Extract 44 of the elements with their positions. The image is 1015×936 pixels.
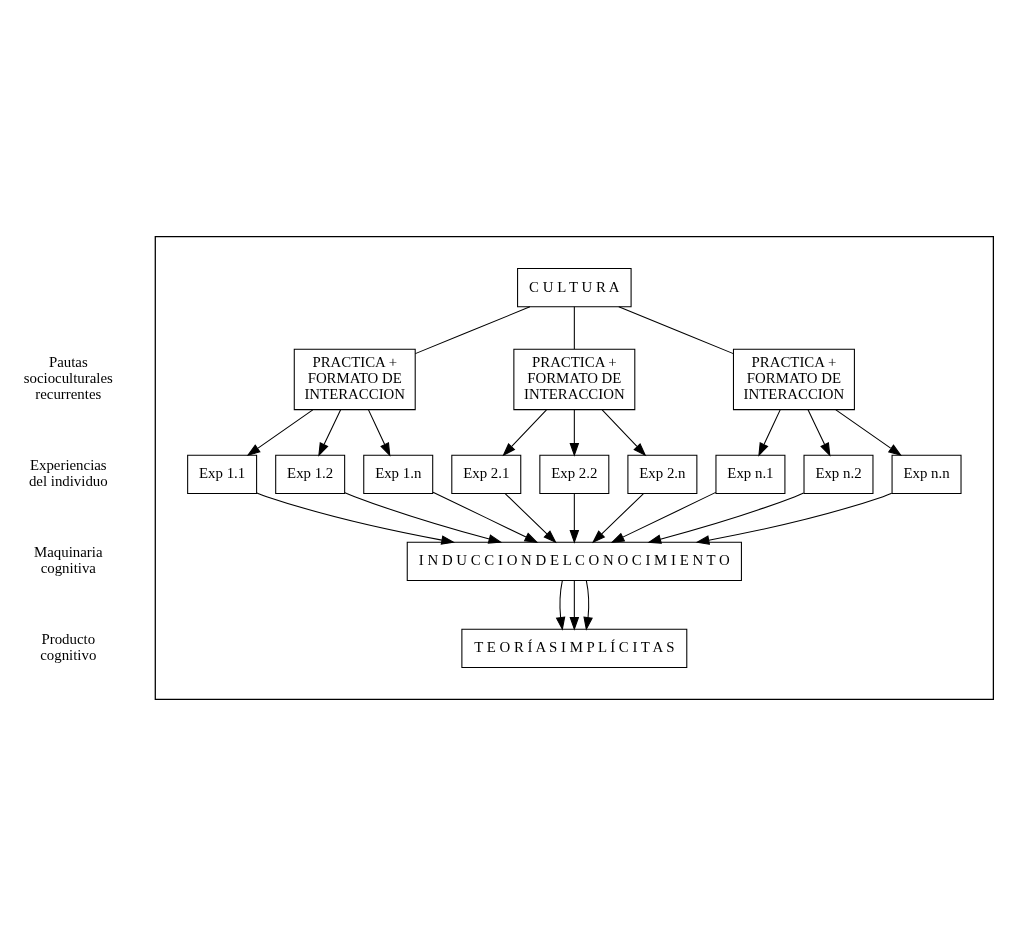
node-box: PRACTICA + FORMATO DE INTERACCION: [732, 348, 855, 411]
arrow: [367, 409, 391, 457]
arrow: [502, 409, 547, 457]
node-box: PRACTICA + FORMATO DE INTERACCION: [293, 348, 416, 411]
arrow: [318, 409, 342, 457]
node-box: Exp 1.2: [275, 454, 346, 494]
arrow: [569, 409, 580, 457]
arrow: [555, 580, 566, 631]
label: Experiencias del individuo: [28, 457, 108, 490]
node-box: PRACTICA + FORMATO DE INTERACCION: [513, 348, 636, 411]
node-box: Exp 2.2: [539, 454, 610, 494]
arrow: [835, 409, 902, 457]
node-box: T E O R Í A S I M P L Í C I T A S: [461, 628, 688, 668]
arrow: [591, 493, 644, 544]
cluster: [154, 236, 994, 700]
arrow: [569, 493, 580, 544]
node-box: Exp 2.n: [627, 454, 698, 494]
arrow: [246, 409, 314, 457]
label: Pautas socioculturales recurrentes: [23, 354, 113, 403]
arrow: [601, 409, 647, 457]
arrow: [583, 580, 593, 631]
arrow: [432, 491, 539, 543]
arrow: [344, 492, 503, 544]
label: Producto cognitivo: [40, 631, 97, 664]
node-box: Exp 2.1: [451, 454, 522, 494]
node-box: C U L T U R A: [517, 268, 632, 308]
arrow: [504, 493, 557, 544]
connector: [414, 306, 531, 355]
arrow: [256, 492, 456, 545]
node-box: Exp n.2: [803, 454, 874, 494]
arrow: [758, 409, 781, 457]
node-box: Exp n.1: [715, 454, 786, 494]
node-box: Exp 1.1: [187, 454, 258, 494]
connector: [618, 306, 734, 355]
node-box: I N D U C C I O N D E L C O N O C I M I E N T O: [406, 541, 742, 581]
arrow: [807, 409, 831, 457]
connector: [573, 306, 575, 350]
arrow: [569, 580, 580, 631]
node-box: Exp 1.n: [363, 454, 434, 494]
arrow: [647, 492, 805, 544]
label: Maquinaria cognitiva: [34, 544, 103, 577]
arrow: [610, 491, 717, 543]
node-box: Exp n.n: [891, 454, 962, 494]
arrow: [695, 492, 893, 545]
